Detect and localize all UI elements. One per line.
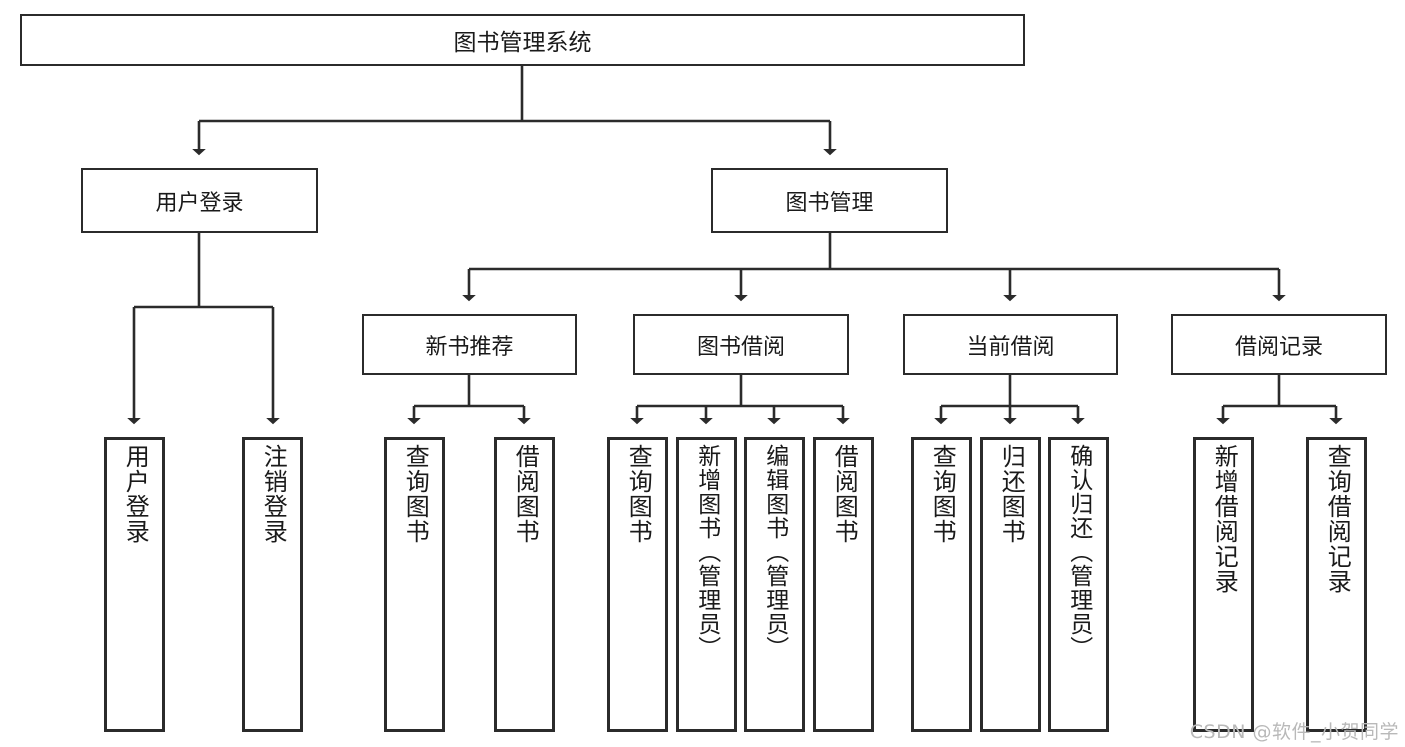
node-current-borrow[interactable]: 当前借阅	[903, 314, 1118, 375]
node-root-system[interactable]: 图书管理系统	[20, 14, 1025, 66]
node-leaf-return-book[interactable]: 归还图书	[980, 437, 1041, 732]
node-leaf-borrow-book-1[interactable]: 借阅图书	[494, 437, 555, 732]
node-leaf-query-book-3[interactable]: 查询图书	[911, 437, 972, 732]
leaf-label: 注销登录	[259, 444, 288, 544]
node-leaf-user-login[interactable]: 用户登录	[104, 437, 165, 732]
leaf-label: 新增图书（管理员）	[693, 444, 720, 660]
node-leaf-confirm-return[interactable]: 确认归还（管理员）	[1048, 437, 1109, 732]
node-borrow-record[interactable]: 借阅记录	[1171, 314, 1387, 375]
node-leaf-edit-book[interactable]: 编辑图书（管理员）	[744, 437, 805, 732]
csdn-watermark: CSDN @软件_小贺同学	[1189, 721, 1399, 743]
node-leaf-add-book[interactable]: 新增图书（管理员）	[676, 437, 737, 732]
leaf-label: 新增借阅记录	[1210, 444, 1239, 594]
leaf-label: 归还图书	[997, 444, 1026, 544]
node-leaf-add-record[interactable]: 新增借阅记录	[1193, 437, 1254, 732]
leaf-label: 查询借阅记录	[1323, 444, 1352, 594]
leaf-label: 确认归还（管理员）	[1065, 444, 1092, 660]
leaf-label: 查询图书	[928, 444, 957, 544]
leaf-label: 借阅图书	[511, 444, 540, 544]
node-leaf-query-book-2[interactable]: 查询图书	[607, 437, 668, 732]
node-leaf-logout[interactable]: 注销登录	[242, 437, 303, 732]
node-book-borrow[interactable]: 图书借阅	[633, 314, 849, 375]
leaf-label: 借阅图书	[830, 444, 859, 544]
leaf-label: 查询图书	[401, 444, 430, 544]
node-user-login[interactable]: 用户登录	[81, 168, 318, 233]
leaf-label: 查询图书	[624, 444, 653, 544]
node-leaf-query-record[interactable]: 查询借阅记录	[1306, 437, 1367, 732]
leaf-label: 用户登录	[121, 444, 150, 544]
node-leaf-query-book-1[interactable]: 查询图书	[384, 437, 445, 732]
node-book-management[interactable]: 图书管理	[711, 168, 948, 233]
leaf-label: 编辑图书（管理员）	[761, 444, 788, 660]
node-new-book-recommend[interactable]: 新书推荐	[362, 314, 577, 375]
node-leaf-borrow-book-2[interactable]: 借阅图书	[813, 437, 874, 732]
